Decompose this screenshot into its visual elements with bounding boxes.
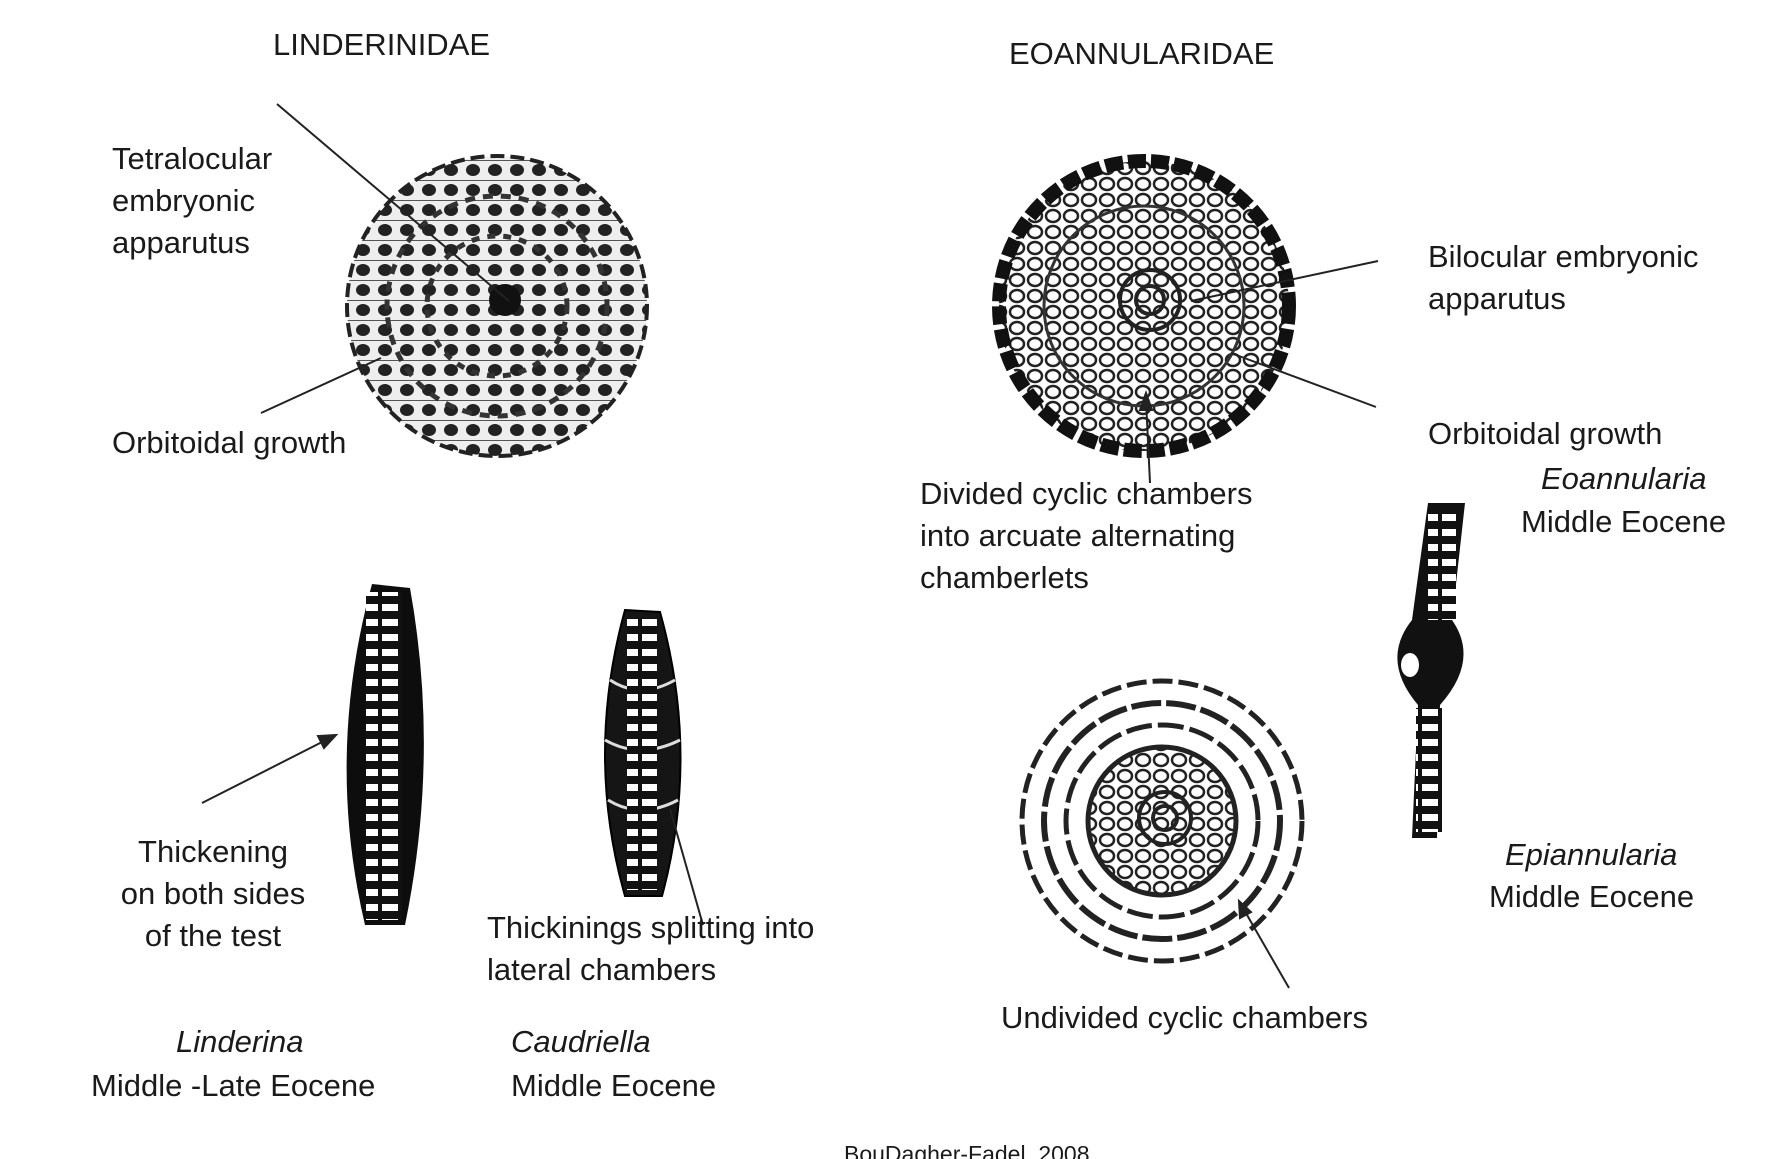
label-line: Tetralocular <box>112 141 273 176</box>
arrowhead-icon <box>316 733 339 750</box>
family-title-linderinidae: LINDERINIDAE <box>273 27 491 62</box>
taxon-epiannularia-age: Middle Eocene <box>1489 879 1695 914</box>
linderina-section-specimen <box>346 584 424 925</box>
label-line: Bilocular embryonic <box>1428 239 1699 274</box>
leader-bilocular <box>1190 260 1379 302</box>
leader-divided <box>1145 399 1151 484</box>
label-orbitoidal-left: Orbitoidal growth <box>112 425 347 460</box>
label-line: embryonic <box>112 183 255 218</box>
leader-thickening <box>201 738 329 804</box>
label-thickening: Thickening on both sides of the test <box>103 831 323 957</box>
taxon-epiannularia-genus: Epiannularia <box>1505 837 1678 872</box>
family-title-eoannularidae: EOANNULARIDAE <box>1009 36 1275 71</box>
taxon-eoannularia-age: Middle Eocene <box>1521 504 1727 539</box>
leader-lines <box>201 103 1379 989</box>
label-line: into arcuate alternating <box>920 518 1236 553</box>
label-line: Thickening <box>138 834 288 869</box>
leader-orbitoidal-right <box>1230 352 1377 408</box>
leader-orbitoidal-left <box>260 357 382 414</box>
label-line: lateral chambers <box>487 952 717 987</box>
taxon-caudriella-age: Middle Eocene <box>511 1068 717 1103</box>
label-thickinings: Thickinings splitting into lateral chamb… <box>487 907 814 991</box>
label-tetralocular: Tetralocular embryonic apparutus <box>112 138 272 264</box>
linderina-disc-specimen <box>345 154 649 458</box>
leader-undivided <box>1242 907 1290 989</box>
label-line: Thickinings splitting into <box>487 910 815 945</box>
credit: BouDagher-Fadel, 2008 <box>844 1141 1090 1159</box>
eoannularia-disc-specimen <box>992 154 1296 458</box>
taxon-eoannularia-genus: Eoannularia <box>1541 461 1707 496</box>
taxon-linderina-age: Middle -Late Eocene <box>91 1068 376 1103</box>
label-line: on both sides <box>120 876 306 911</box>
arrowhead-icon <box>1138 389 1154 411</box>
label-line: apparutus <box>112 225 250 260</box>
undivided-disc-specimen <box>1019 678 1305 964</box>
label-undivided: Undivided cyclic chambers <box>1001 1000 1368 1035</box>
label-line: apparutus <box>1428 281 1566 316</box>
epiannularia-section-specimen <box>1397 503 1465 838</box>
taxon-caudriella-genus: Caudriella <box>511 1024 651 1059</box>
label-orbitoidal-right: Orbitoidal growth <box>1428 416 1663 451</box>
label-divided: Divided cyclic chambers into arcuate alt… <box>920 473 1253 599</box>
taxon-linderina-genus: Linderina <box>176 1024 304 1059</box>
leader-tetralocular <box>276 103 510 302</box>
label-bilocular: Bilocular embryonic apparutus <box>1428 236 1699 320</box>
caudriella-section-specimen <box>604 608 682 897</box>
label-line: of the test <box>144 918 282 953</box>
arrowhead-icon <box>1237 898 1253 920</box>
label-line: Divided cyclic chambers <box>920 476 1253 511</box>
label-line: chamberlets <box>920 560 1089 595</box>
leader-thickinings <box>669 808 704 926</box>
